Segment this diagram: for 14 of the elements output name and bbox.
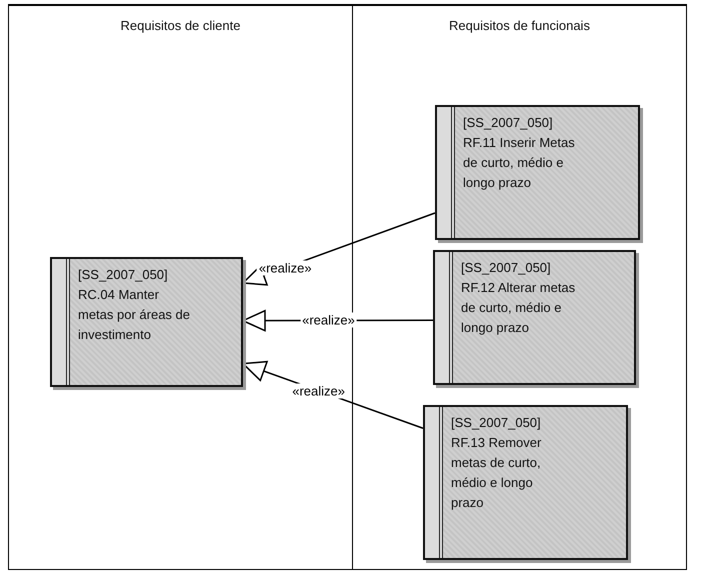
requirement-box <box>433 250 636 385</box>
requirement-text: [SS_2007_050] RF.13 Remover metas de curto, médio e longo prazo <box>450 414 542 512</box>
requirement-text: [SS_2007_050] RF.11 Inserir Metas de curto, médio e longo prazo <box>462 114 576 192</box>
requirement-text: [SS_2007_050] RF.12 Alterar metas de curto, médio e longo prazo <box>460 259 576 337</box>
edge-label: «realize» <box>290 383 347 398</box>
edge-label: «realize» <box>300 312 357 328</box>
requirement-text: [SS_2007_050] RC.04 Manter metas por áreas de investimento <box>77 266 192 344</box>
lane-title: Requisitos de cliente <box>120 18 242 33</box>
swimlane <box>8 4 353 570</box>
requirement-box <box>435 105 640 240</box>
requirement-box <box>50 257 243 387</box>
requirement-box <box>423 405 628 560</box>
lane-title: Requisitos de funcionais <box>448 18 591 33</box>
edge-label: «realize» <box>256 260 314 276</box>
